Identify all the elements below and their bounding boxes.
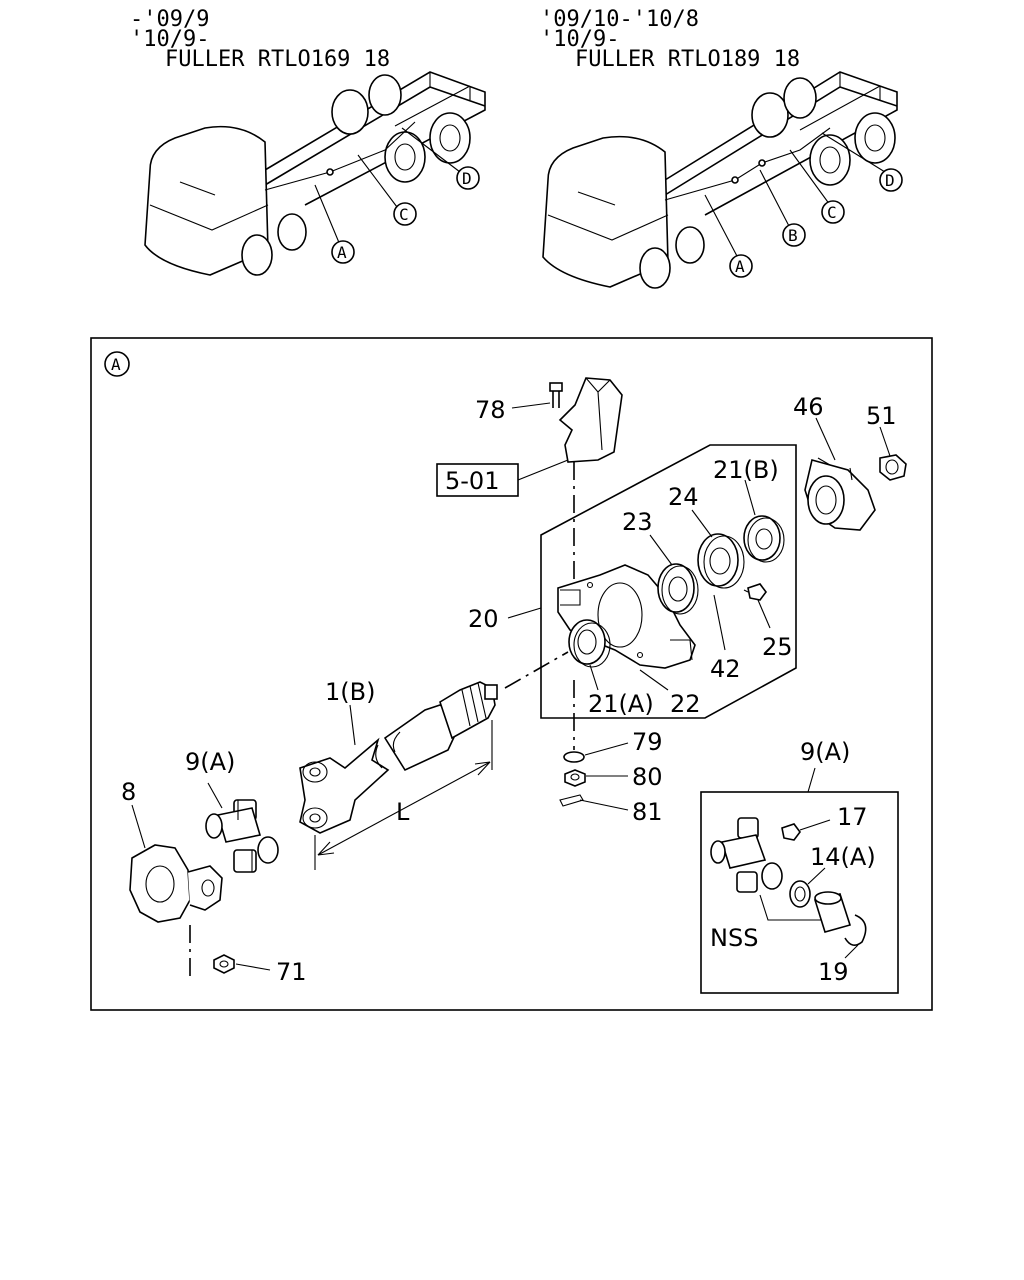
part-label-21a: 21(A) bbox=[588, 690, 654, 718]
truck-left-callout-d: D bbox=[456, 166, 480, 190]
svg-text:C: C bbox=[827, 203, 837, 222]
part-label-1b: 1(B) bbox=[325, 678, 375, 706]
inset-snap-ring-19 bbox=[844, 914, 867, 946]
svg-text:A: A bbox=[337, 243, 347, 262]
svg-text:B: B bbox=[788, 226, 798, 245]
truck-left-illustration: A C D bbox=[144, 71, 486, 276]
seal-21b bbox=[743, 515, 785, 563]
part-label-23: 23 bbox=[622, 508, 653, 536]
header-right-line2: '10/9- bbox=[540, 27, 619, 52]
nut-80 bbox=[564, 769, 586, 787]
part-label-8: 8 bbox=[121, 778, 136, 806]
part-label-22: 22 bbox=[670, 690, 701, 718]
universal-joint-9a bbox=[205, 799, 279, 873]
part-label-71: 71 bbox=[276, 958, 307, 986]
header-right-line1: '09/10-'10/8 bbox=[540, 7, 699, 32]
header-right-line3: FULLER RTLO189 18 bbox=[575, 47, 800, 72]
truck-right-callout-d: D bbox=[879, 168, 903, 192]
svg-text:D: D bbox=[462, 169, 472, 188]
ref-box-label: 5-01 bbox=[445, 467, 499, 495]
part-label-42: 42 bbox=[710, 655, 741, 683]
truck-left-callout-c: C bbox=[393, 202, 417, 226]
part-label-21b: 21(B) bbox=[713, 456, 779, 484]
part-label-25: 25 bbox=[762, 633, 793, 661]
part-label-79: 79 bbox=[632, 728, 663, 756]
part-label-19: 19 bbox=[818, 958, 849, 986]
part-label-nss: NSS bbox=[710, 924, 758, 952]
bracket-assembly bbox=[549, 377, 623, 463]
detail-frame-a bbox=[90, 337, 933, 1011]
svg-text:A: A bbox=[111, 355, 121, 374]
flange-yoke-8 bbox=[129, 844, 223, 923]
inset-frame-9a bbox=[700, 791, 899, 994]
part-label-46: 46 bbox=[793, 393, 824, 421]
frame-callout-a: A bbox=[104, 351, 130, 377]
inset-universal-joint bbox=[710, 817, 783, 893]
truck-right-callout-b: B bbox=[782, 223, 806, 247]
part-label-51: 51 bbox=[866, 402, 897, 430]
truck-right-callout-a: A bbox=[729, 254, 753, 278]
part-label-78: 78 bbox=[475, 396, 506, 424]
header-left-line1: -'09/9 bbox=[130, 7, 209, 32]
truck-right-illustration: A B C D bbox=[542, 71, 903, 289]
cushion-24 bbox=[697, 533, 745, 589]
part-label-20: 20 bbox=[468, 605, 499, 633]
grease-nipple-25 bbox=[743, 583, 767, 601]
center-bearing-outline bbox=[540, 444, 797, 719]
part-label-80: 80 bbox=[632, 763, 663, 791]
part-label-9a: 9(A) bbox=[185, 748, 235, 776]
inset-grease-fitting-17 bbox=[781, 823, 801, 841]
pin-81 bbox=[559, 794, 584, 807]
washer-79 bbox=[563, 751, 585, 763]
svg-text:A: A bbox=[735, 257, 745, 276]
nut-51 bbox=[879, 454, 907, 481]
propeller-shaft-1b bbox=[299, 681, 498, 834]
svg-text:D: D bbox=[885, 171, 895, 190]
inset-bearing-cup bbox=[813, 891, 852, 933]
part-label-81: 81 bbox=[632, 798, 663, 826]
truck-left-callout-a: A bbox=[331, 240, 355, 264]
part-label-24: 24 bbox=[668, 483, 699, 511]
nut-71 bbox=[213, 954, 235, 974]
inset-seal-14a bbox=[789, 880, 811, 908]
flange-46 bbox=[804, 457, 876, 531]
part-label-17: 17 bbox=[837, 803, 868, 831]
bearing-23 bbox=[657, 563, 699, 615]
header-left-line2: '10/9- bbox=[130, 27, 209, 52]
truck-right-callout-c: C bbox=[821, 200, 845, 224]
seal-21a bbox=[568, 619, 611, 668]
inset-label-9a: 9(A) bbox=[800, 738, 850, 766]
svg-text:C: C bbox=[399, 205, 409, 224]
part-label-14a: 14(A) bbox=[810, 843, 876, 871]
dimension-label-l: L bbox=[396, 798, 410, 826]
header-left-line3: FULLER RTLO169 18 bbox=[165, 47, 390, 72]
